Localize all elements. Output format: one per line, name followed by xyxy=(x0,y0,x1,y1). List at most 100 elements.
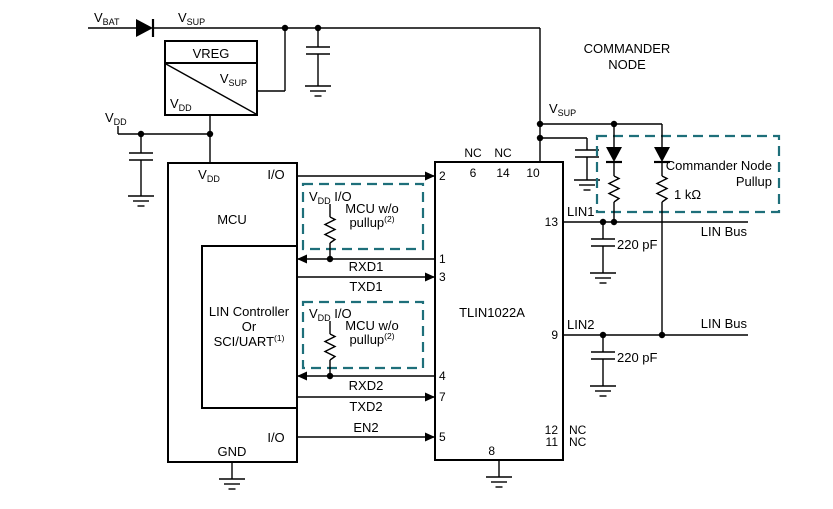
junction-dot xyxy=(658,331,666,339)
pin-2: 2 xyxy=(439,169,446,183)
capacitor-icon xyxy=(590,238,616,247)
lin-controller-line2: Or xyxy=(242,319,257,334)
vsup-top-label: VSUP xyxy=(178,10,205,27)
pin-8: 8 xyxy=(488,444,495,458)
arrowhead-icon xyxy=(425,272,435,282)
ground-icon xyxy=(304,85,332,97)
lin1-bus-label: LIN Bus xyxy=(701,224,748,239)
mcu-pullup-note-1: VDD I/O MCU w/o pullup(2) xyxy=(301,182,425,263)
commander-node-title: COMMANDER NODE xyxy=(584,41,671,72)
arrowhead-icon xyxy=(297,254,307,264)
vreg-title: VREG xyxy=(193,46,230,61)
lin-controller-line3: SCI/UART(1) xyxy=(214,333,285,349)
pin-10: 10 xyxy=(526,166,540,180)
lin1-net: LIN1 LIN Bus 220 pF xyxy=(563,204,748,284)
resistor-icon xyxy=(608,175,620,203)
pin-4: 4 xyxy=(439,369,446,383)
pin-6: 6 xyxy=(470,166,477,180)
mcu-block: VDD I/O MCU LIN Controller Or SCI/UART(1… xyxy=(167,162,298,490)
arrowhead-icon xyxy=(425,432,435,442)
lin1-cap-value: 220 pF xyxy=(617,237,658,252)
pin-5: 5 xyxy=(439,430,446,444)
note-line1: MCU w/o xyxy=(345,201,398,216)
ground-icon xyxy=(589,385,617,397)
signal-wires: RXD1 TXD1 RXD2 TXD2 EN2 xyxy=(297,171,435,442)
battery-supply-rail: VBAT VSUP xyxy=(88,10,540,97)
mcu-io-top-label: I/O xyxy=(267,167,284,182)
pullup-diode-icon xyxy=(604,145,624,164)
pin-9: 9 xyxy=(551,328,558,342)
note-line2: pullup(2) xyxy=(349,331,394,347)
txd2-label: TXD2 xyxy=(349,399,382,414)
pin-14: 14 xyxy=(496,166,510,180)
vdd-io-label: VDD I/O xyxy=(309,306,352,323)
note-line1: MCU w/o xyxy=(345,318,398,333)
arrowhead-icon xyxy=(297,371,307,381)
vsup-mid-label: VSUP xyxy=(549,101,576,118)
mcu-gnd-label: GND xyxy=(218,444,247,459)
resistor-icon xyxy=(324,216,336,244)
mcu-vdd-pin-label: VDD xyxy=(198,167,220,184)
junction-dot xyxy=(326,255,334,263)
pin-13: 13 xyxy=(545,215,559,229)
arrowhead-icon xyxy=(425,392,435,402)
capacitor-icon xyxy=(590,351,616,360)
note-line2: pullup(2) xyxy=(349,214,394,230)
rxd2-label: RXD2 xyxy=(349,378,384,393)
mcu-io-bottom-label: I/O xyxy=(267,430,284,445)
en2-label: EN2 xyxy=(353,420,378,435)
nc-right-2: NC xyxy=(569,435,587,449)
pin-3: 3 xyxy=(439,270,446,284)
arrowhead-icon xyxy=(425,171,435,181)
vreg-block: VREG VSUP VDD xyxy=(164,24,289,163)
mcu-pullup-note-2: VDD I/O MCU w/o pullup(2) xyxy=(301,300,425,380)
junction-dot xyxy=(206,130,214,138)
capacitor-icon xyxy=(128,152,154,161)
reverse-blocking-diode-icon xyxy=(136,19,155,37)
pin-7: 7 xyxy=(439,390,446,404)
pin-1: 1 xyxy=(439,252,446,266)
commander-pullup-line1: Commander Node xyxy=(666,158,772,173)
vreg-vdd-label: VDD xyxy=(170,96,192,113)
ground-icon xyxy=(589,272,617,284)
vdd-rail: VDD xyxy=(105,110,214,207)
lin-controller-box xyxy=(201,245,298,409)
txd1-label: TXD1 xyxy=(349,279,382,294)
vdd-rail-label: VDD xyxy=(105,110,127,127)
capacitor-icon xyxy=(574,149,600,158)
junction-dot xyxy=(281,24,289,32)
resistor-icon xyxy=(324,333,336,361)
ground-icon xyxy=(218,478,246,490)
lin-controller-line1: LIN Controller xyxy=(209,304,290,319)
ground-icon xyxy=(127,195,155,207)
vbat-label: VBAT xyxy=(94,10,120,27)
rxd1-label: RXD1 xyxy=(349,259,384,274)
lin2-cap-value: 220 pF xyxy=(617,350,658,365)
nc-top-2: NC xyxy=(494,146,512,160)
nc-top-1: NC xyxy=(464,146,482,160)
commander-node-line2: NODE xyxy=(608,57,646,72)
pullup-resistor-value: 1 kΩ xyxy=(674,187,701,202)
junction-dot xyxy=(610,218,618,226)
commander-pullup-line2: Pullup xyxy=(736,174,772,189)
lin1-pin-label: LIN1 xyxy=(567,204,594,219)
vreg-vsup-label: VSUP xyxy=(220,71,247,88)
vdd-io-label: VDD I/O xyxy=(309,189,352,206)
transceiver-block: TLIN1022A NC NC 6 14 10 2 1 3 4 7 5 13 9… xyxy=(434,146,587,488)
nc-right-1: NC xyxy=(569,423,587,437)
mcu-name-label: MCU xyxy=(217,212,247,227)
junction-dot xyxy=(326,372,334,380)
commander-pullup-block: Commander Node Pullup 1 kΩ xyxy=(595,120,781,335)
commander-node-line1: COMMANDER xyxy=(584,41,671,56)
lin2-pin-label: LIN2 xyxy=(567,317,594,332)
vsup-feed: VSUP xyxy=(536,28,662,191)
lin2-bus-label: LIN Bus xyxy=(701,316,748,331)
pin-12: 12 xyxy=(545,423,559,437)
resistor-icon xyxy=(656,175,668,203)
pin-11: 11 xyxy=(546,435,559,449)
capacitor-icon xyxy=(305,46,331,55)
lin2-net: LIN2 LIN Bus 220 pF xyxy=(563,316,748,397)
ground-icon xyxy=(485,476,513,488)
